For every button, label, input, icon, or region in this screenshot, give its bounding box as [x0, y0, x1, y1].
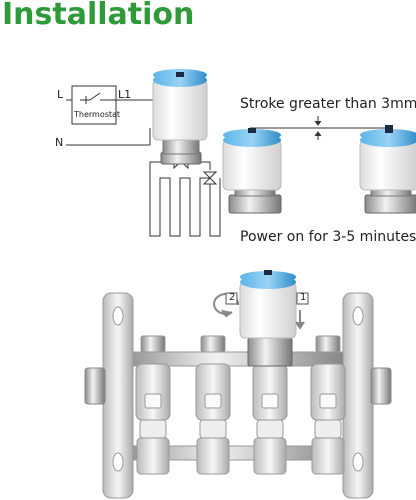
power-text: Power on for 3-5 minutes	[240, 229, 416, 245]
neutral-label: N	[55, 136, 64, 149]
l1-label: L1	[118, 88, 132, 101]
down-arrow-icon	[295, 310, 305, 330]
step1-label: 1	[300, 292, 307, 303]
actuator-extended	[359, 125, 416, 214]
schematic-actuator	[152, 69, 208, 165]
line-label: L	[57, 88, 64, 101]
step1-box	[296, 292, 309, 305]
valve-3	[252, 363, 288, 475]
valve-2	[195, 335, 231, 475]
stroke-text: Stroke greater than 3mm	[240, 96, 416, 112]
step2-box	[225, 292, 238, 305]
stroke-indicator	[250, 116, 388, 140]
thermostat-box	[71, 85, 117, 125]
manifold	[84, 292, 392, 499]
step2-label: 2	[229, 292, 236, 303]
actuator-installing	[239, 270, 297, 367]
manifold-valves	[135, 335, 346, 475]
page-title: Installation	[2, 0, 195, 32]
thermostat-label: Thermostat	[74, 110, 121, 119]
actuator-retracted	[222, 128, 282, 214]
valve-1	[135, 335, 171, 475]
valve-4	[310, 335, 346, 475]
